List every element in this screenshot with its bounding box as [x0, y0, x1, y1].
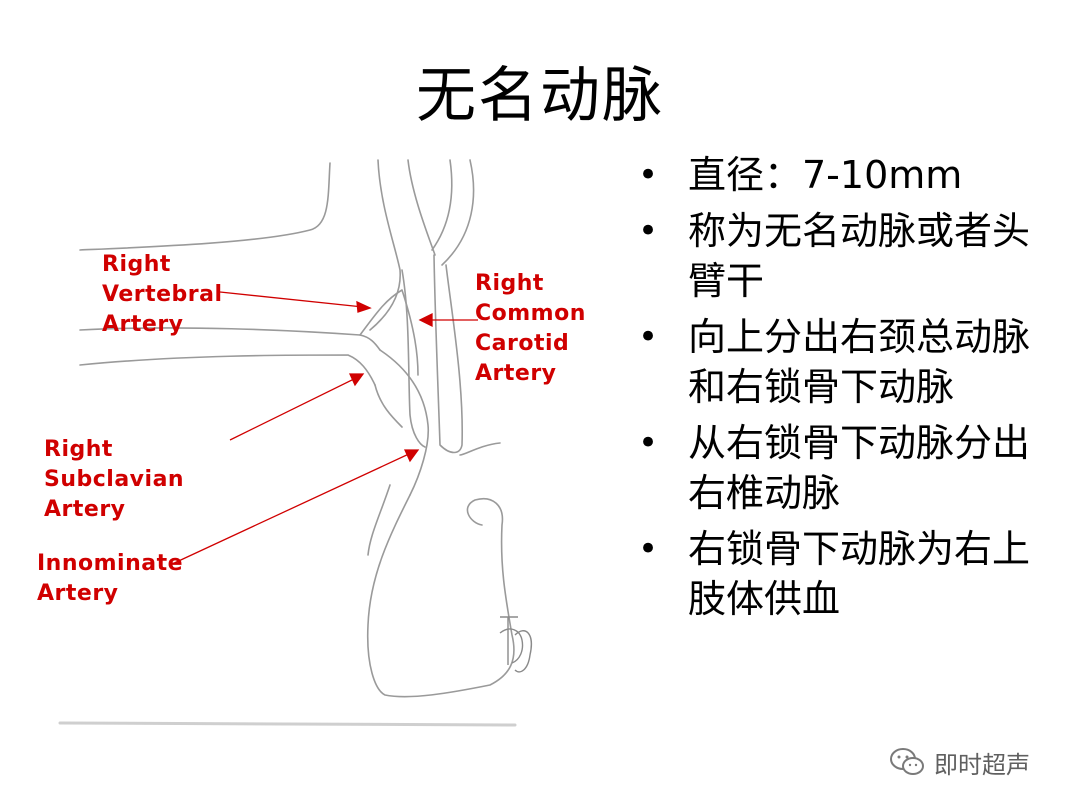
- bullet-text: 称为无名动脉或者头臂干: [688, 209, 1031, 303]
- bullet-dot: •: [638, 211, 659, 251]
- artery-diagram: Right Vertebral Artery Right Common Caro…: [30, 155, 590, 735]
- bullet-item: • 直径：7-10mm: [630, 150, 1050, 200]
- label-right-subclavian-artery: Right Subclavian Artery: [44, 437, 185, 522]
- bullet-item: • 称为无名动脉或者头臂干: [630, 206, 1050, 306]
- signature: [499, 616, 532, 673]
- bullet-item: • 向上分出右颈总动脉和右锁骨下动脉: [630, 312, 1050, 412]
- bullet-text: 右锁骨下动脉为右上肢体供血: [688, 527, 1031, 621]
- bullet-list: • 直径：7-10mm • 称为无名动脉或者头臂干 • 向上分出右颈总动脉和右锁骨下动…: [630, 150, 1050, 630]
- label-right-vertebral-artery: Right Vertebral Artery: [102, 252, 223, 337]
- watermark-text: 即时超声: [934, 750, 1030, 779]
- bullet-text: 从右锁骨下动脉分出右椎动脉: [688, 421, 1031, 515]
- slide-title: 无名动脉: [416, 61, 664, 131]
- bullet-dot: •: [638, 155, 659, 195]
- bullet-text: 直径：7-10mm: [688, 153, 963, 197]
- bullet-item: • 从右锁骨下动脉分出右椎动脉: [630, 418, 1050, 518]
- bullet-item: • 右锁骨下动脉为右上肢体供血: [630, 524, 1050, 624]
- label-right-common-carotid-artery: Right Common Carotid Artery: [475, 271, 586, 386]
- watermark: 即时超声: [888, 742, 1030, 782]
- bullet-dot: •: [638, 529, 659, 569]
- bullet-dot: •: [638, 423, 659, 463]
- bullet-text: 向上分出右颈总动脉和右锁骨下动脉: [688, 315, 1031, 409]
- wechat-icon: [890, 748, 924, 775]
- bullet-dot: •: [638, 317, 659, 357]
- label-innominate-artery: Innominate Artery: [37, 551, 184, 606]
- artery-sketch: [58, 159, 532, 727]
